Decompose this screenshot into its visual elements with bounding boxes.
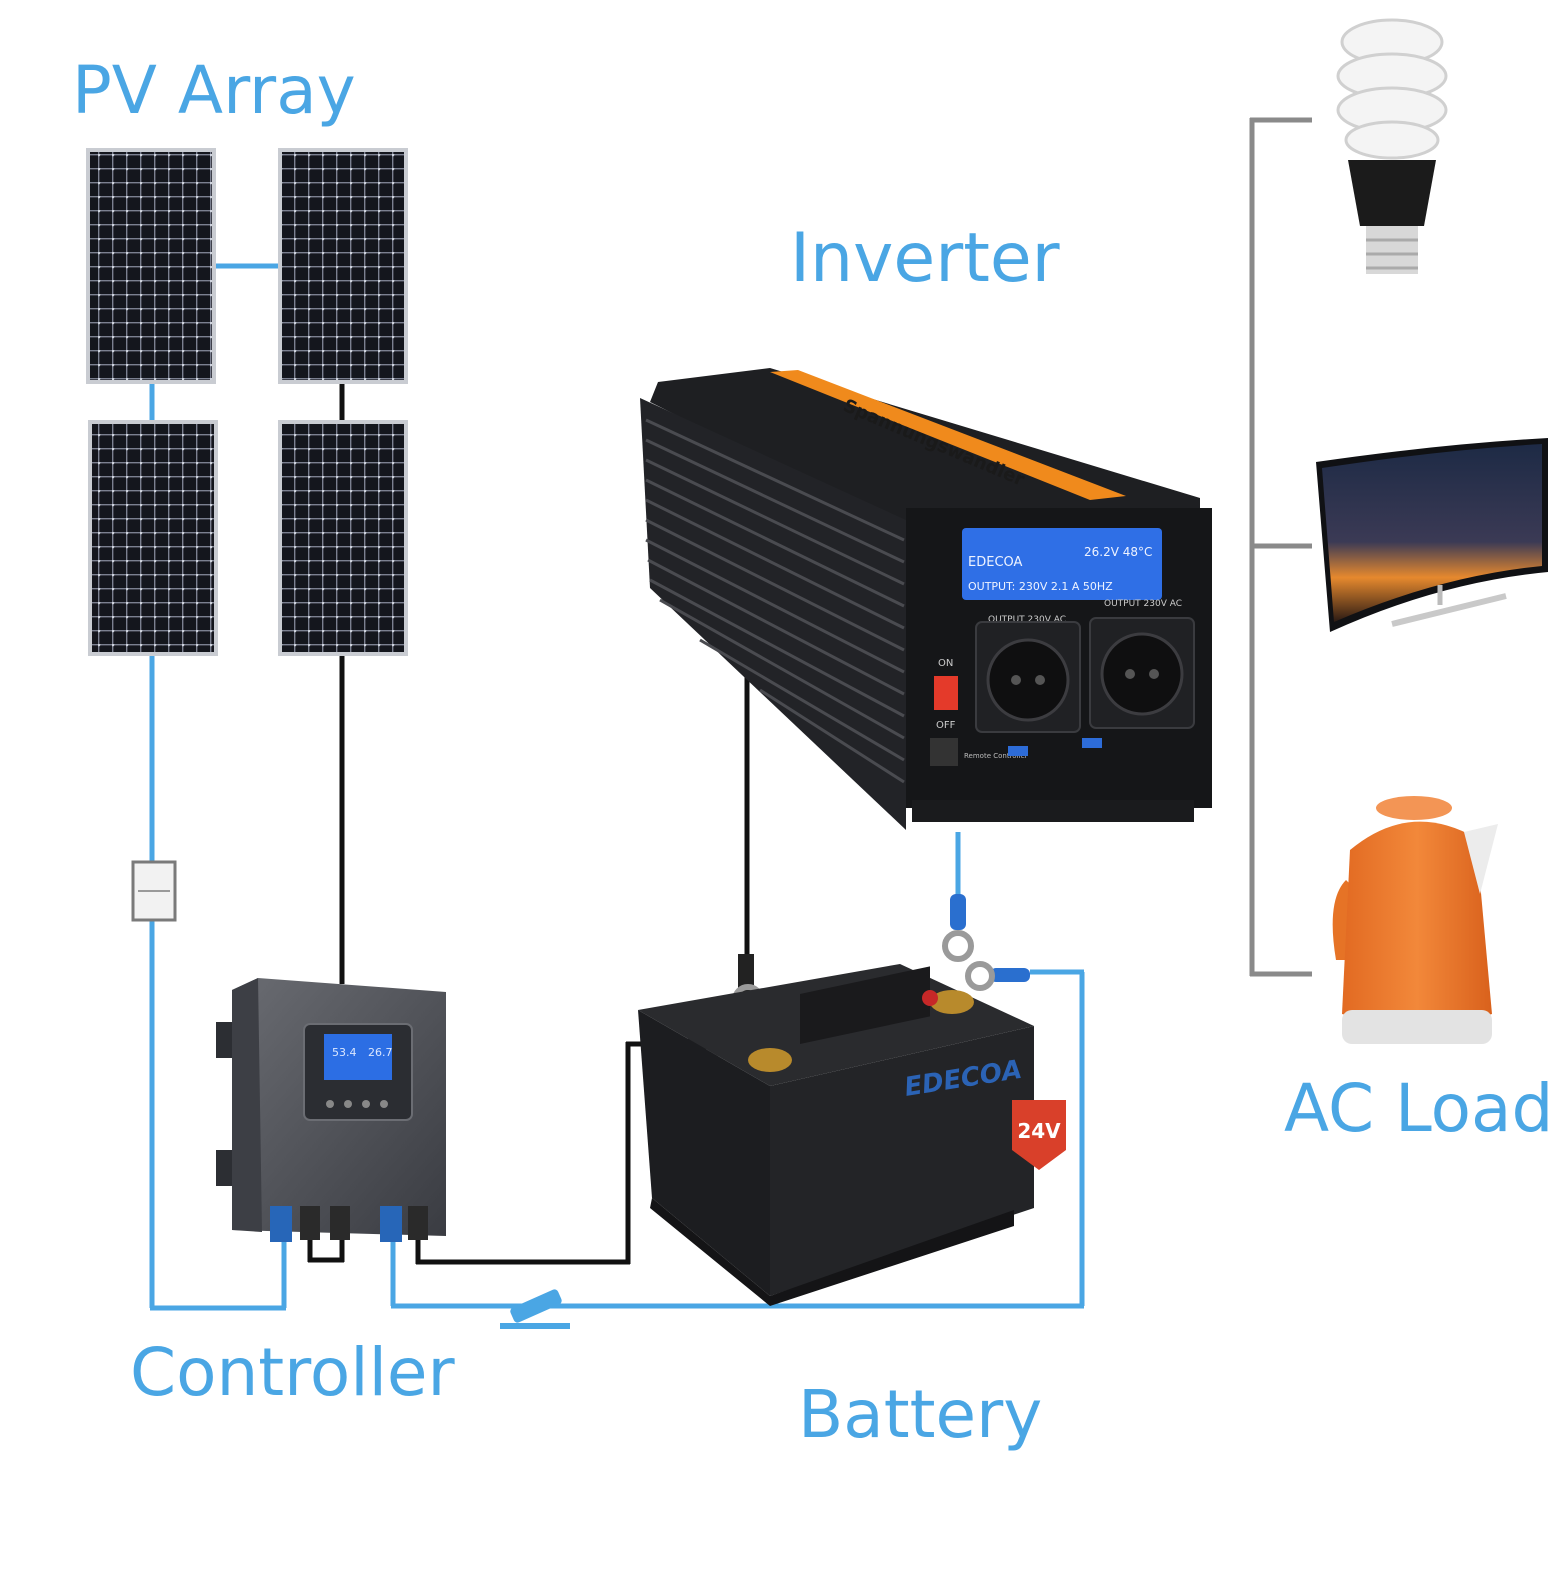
blue-wiring: [149, 263, 1085, 1311]
inverter-switch-on: ON: [938, 658, 953, 669]
controller-label: Controller: [130, 1334, 455, 1411]
inverter-power-switch: [934, 676, 958, 710]
controller-battery-positive-terminal: [380, 1206, 402, 1242]
inverter-label: Inverter: [790, 219, 1060, 298]
controller-pv-positive-terminal: [270, 1206, 292, 1242]
inverter-brand: EDECOA: [968, 555, 1023, 570]
inverter-socket-label-right: OUTPUT 230V AC: [1104, 599, 1182, 609]
solar-panel-icon: [88, 420, 218, 656]
ring-terminal-icon: [965, 961, 1030, 991]
fuse-icon: [131, 860, 177, 922]
battery-label: Battery: [798, 1376, 1043, 1453]
voltage-badge: [1012, 1100, 1066, 1170]
inverter-socket-label-left: OUTPUT 230V AC: [988, 615, 1066, 625]
inverter-lcd: [962, 528, 1162, 600]
pv-array: [86, 148, 408, 656]
battery-voltage: 24V: [1017, 1119, 1061, 1143]
inverter-device: Spannungswandler EDECOA 26.2V 48°C OUTPU…: [640, 368, 1212, 830]
solar-panel-icon: [278, 420, 408, 656]
solar-panel-icon: [86, 148, 216, 384]
ac-load-bus: [1249, 117, 1312, 977]
controller-lcd-left: 53.4: [332, 1046, 357, 1059]
ac-load-label: AC Load: [1284, 1070, 1554, 1147]
tv-icon: [1316, 438, 1548, 632]
inverter-remote-label: Remote Controller: [964, 752, 1028, 760]
ring-terminal-icon: [942, 894, 974, 962]
black-wiring: [307, 384, 750, 1265]
ac-socket-right: [1089, 617, 1195, 729]
pv-array-label: PV Array: [72, 52, 356, 129]
battery-device: EDECOA 24V: [638, 964, 1066, 1306]
inverter-lcd-line2: OUTPUT: 230V 2.1 A 50HZ: [968, 580, 1113, 593]
ac-socket-left: [975, 621, 1081, 733]
controller-lcd: [324, 1034, 392, 1080]
switch-icon: [500, 1289, 570, 1329]
controller-lcd-right: 26.7: [368, 1046, 393, 1059]
solar-panel-icon: [278, 148, 408, 384]
charge-controller: 53.4 26.7: [216, 978, 446, 1242]
kettle-icon: [1332, 796, 1498, 1044]
inverter-lcd-line1: 26.2V 48°C: [1084, 545, 1152, 559]
bulb-icon: [1336, 18, 1448, 274]
inverter-switch-off: OFF: [936, 720, 956, 731]
